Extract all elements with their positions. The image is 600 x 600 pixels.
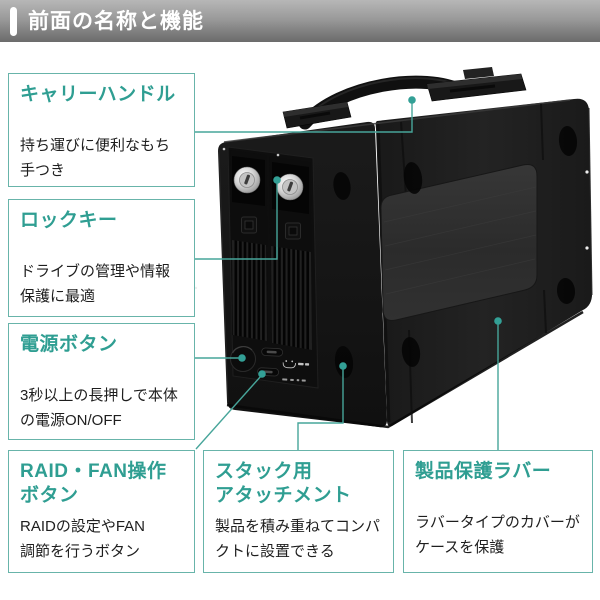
lock-key-right [276,173,304,202]
panel-markings [282,360,310,382]
callout-stack-attachment: スタック用 アタッチメント 製品を積み重ねてコンパ クトに設置できる [203,450,394,573]
callout-desc: 持ち運びに便利なもち 手つき [20,136,171,180]
drive-latches [241,216,301,240]
header-accent-bar [10,6,17,36]
callout-lock-key: ロックキー ドライブの管理や情報 保護に最適 [8,199,195,317]
header: 前面の名称と機能 [0,0,600,42]
callout-title: RAID・FAN操作 ボタン [20,461,167,506]
handle-bracket-right [426,67,527,102]
vent-grille-left [232,240,267,341]
page-title: 前面の名称と機能 [28,9,204,33]
lock-key-left [233,166,261,195]
connector-carry-handle [195,103,413,133]
connector-stack [297,369,344,450]
vent-grille-right [271,246,312,350]
side-brushed-panel [380,164,538,321]
callout-dots [238,96,502,378]
callout-carry-handle: キャリーハンドル 持ち運びに便利なもち 手つき [8,73,195,187]
rubber-corner-indents [333,126,578,378]
callout-connectors [195,103,499,451]
callout-raid-fan-button: RAID・FAN操作 ボタン RAIDの設定やFAN 調節を行うボタン [8,450,195,573]
connector-raid-fan [195,375,262,450]
callout-title: スタック用 アタッチメント [215,461,352,506]
handle-bracket-left [282,101,352,129]
connector-lock-key [195,183,278,260]
callout-title: 電源ボタン [20,334,118,355]
callout-title: ロックキー [20,210,118,231]
callout-desc: 製品を積み重ねてコンパ クトに設置できる [215,517,381,561]
callout-desc: RAIDの設定やFAN 調節を行うボタン [20,517,146,561]
callout-title: 製品保護ラバー [415,461,552,482]
raid-set-button [261,347,284,357]
callout-power-button: 電源ボタン 3秒以上の長押しで本体 の電源ON/OFF [8,323,195,440]
case-edge-dots [194,170,589,290]
callout-title: キャリーハンドル [20,84,176,105]
callout-desc: ラバータイプのカバーが ケースを保護 [415,513,580,557]
bay-led-indicators [222,147,280,157]
callout-product-rubber: 製品保護ラバー ラバータイプのカバーが ケースを保護 [403,450,593,573]
callout-desc: ドライブの管理や情報 保護に最適 [20,262,171,306]
callout-desc: 3秒以上の長押しで本体 の電源ON/OFF [20,386,178,430]
